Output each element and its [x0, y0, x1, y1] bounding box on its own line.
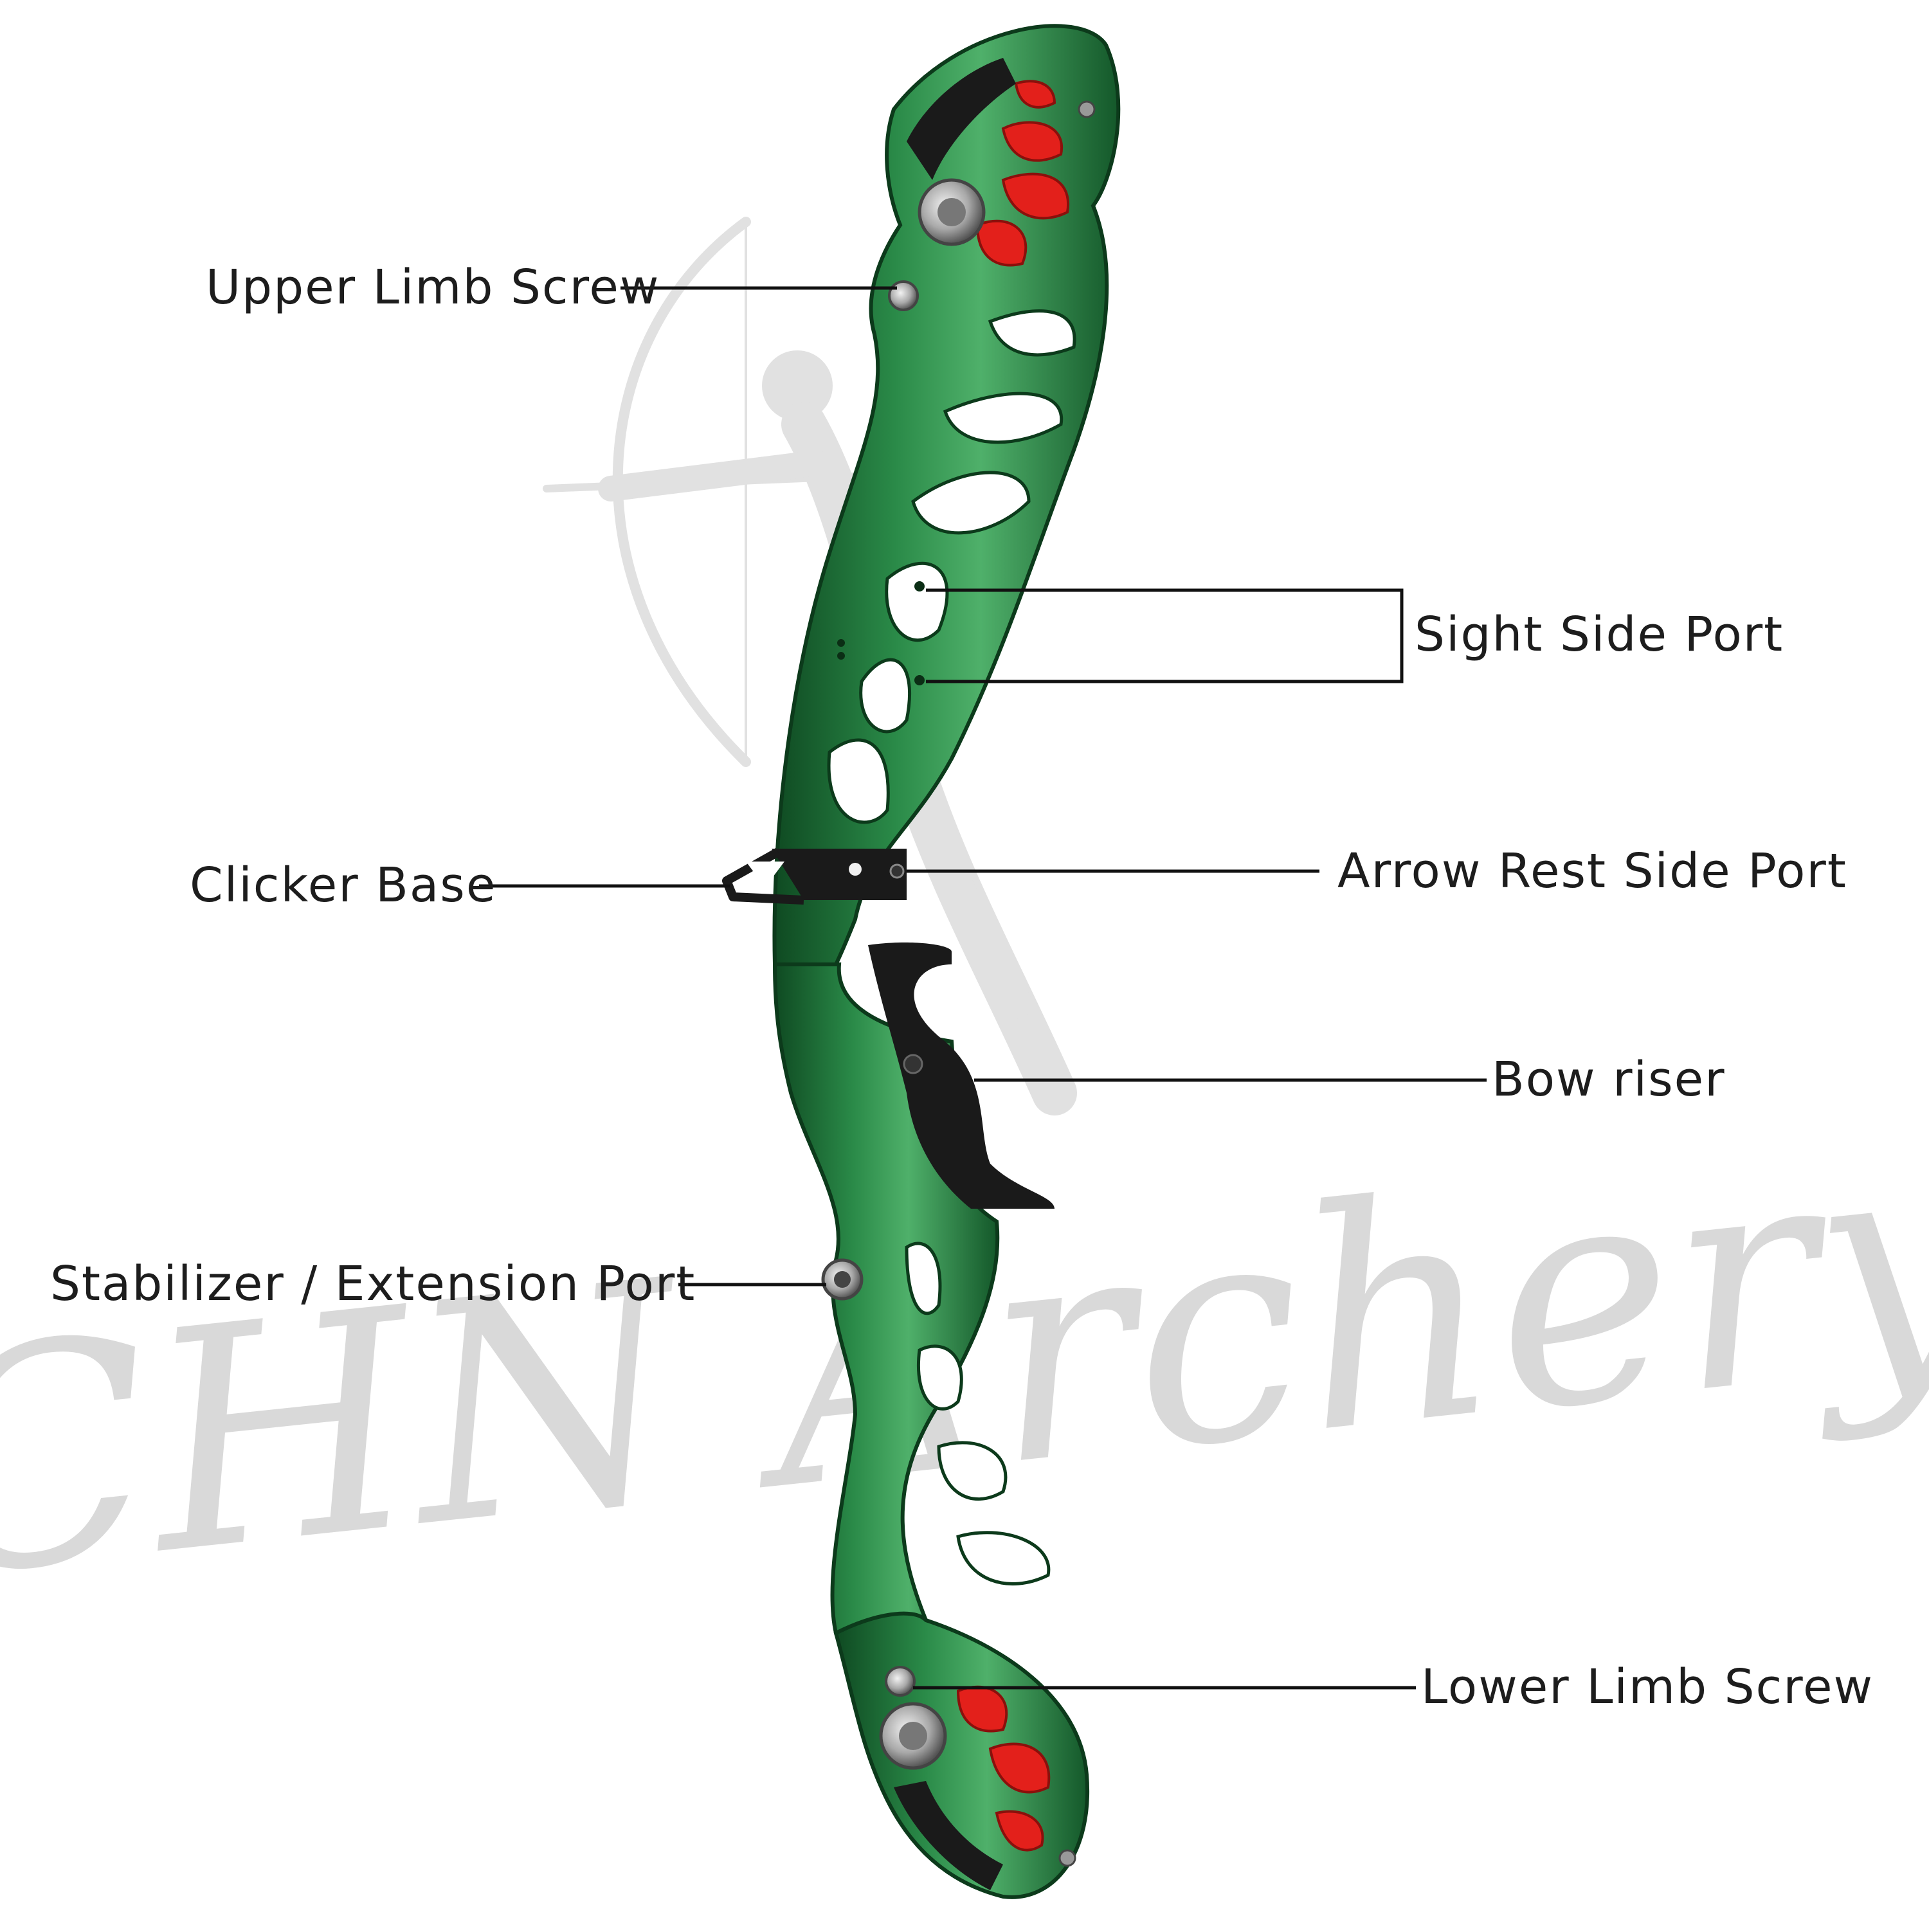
label-arrow-rest-side-port: Arrow Rest Side Port [1337, 844, 1847, 899]
label-upper-limb-screw: Upper Limb Screw [206, 260, 660, 315]
bow-riser-body [722, 24, 1121, 1899]
label-bow-riser: Bow riser [1492, 1052, 1726, 1107]
label-sight-side-port: Sight Side Port [1415, 607, 1784, 662]
label-clicker-base: Clicker Base [190, 858, 497, 913]
label-lower-limb-screw: Lower Limb Screw [1421, 1659, 1874, 1715]
leader-sight-side-port [926, 588, 1404, 683]
leader-lines [479, 286, 1487, 1690]
label-stabilizer-port: Stabilizer / Extension Port [50, 1256, 696, 1312]
